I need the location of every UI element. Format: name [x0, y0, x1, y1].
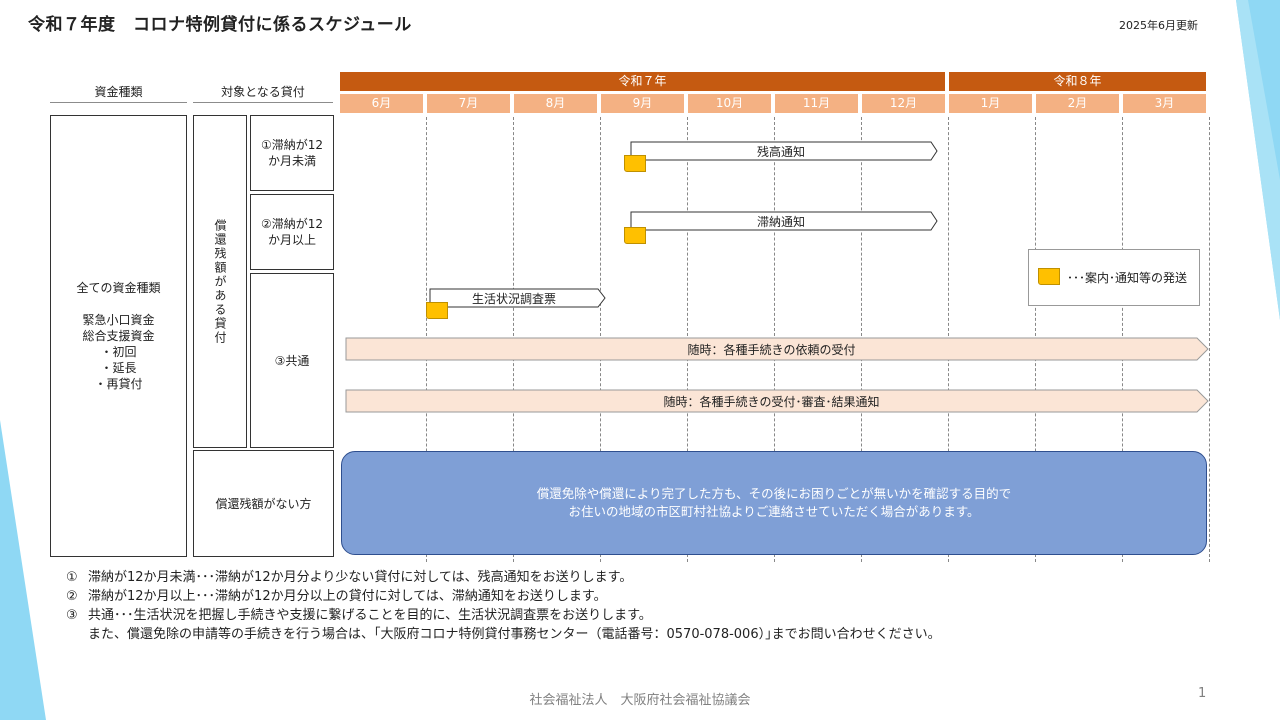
note-text: 滞納が12か月未満･･･滞納が12か月分より少ない貸付に対しては、残高通知をお送… — [88, 570, 633, 585]
month-cell: 7月 — [427, 94, 510, 113]
note-number: ② — [66, 589, 78, 604]
header-fund-type-underline — [50, 102, 187, 103]
note-item: ③ 共通･･･生活状況を把握し手続きや支援に繋げることを目的に、生活状況調査票をお… — [66, 604, 652, 623]
fund-type-emergency: 緊急小口資金 — [82, 313, 155, 327]
no-balance-box: 償還残額がない方 — [193, 450, 334, 557]
footer-organization: 社会福祉法人 大阪府社会福祉協議会 — [529, 693, 751, 708]
fund-type-initial: ・初回 — [100, 345, 137, 359]
note-contact-text: また、償還免除の申請等の手続きを行う場合は、｢大阪府コロナ特例貸付事務センター（… — [88, 627, 941, 642]
completed-contact-line2: お住いの地域の市区町村社協よりご連絡させていただく場合があります。 — [568, 504, 980, 519]
legend-text: ･･･案内･通知等の発送 — [1067, 271, 1188, 285]
survey-label: 生活状況調査票 — [471, 292, 556, 306]
note-item: また、償還免除の申請等の手続きを行う場合は、｢大阪府コロナ特例貸付事務センター（… — [66, 623, 941, 642]
yellow-note-icon — [1038, 268, 1060, 285]
balance-group-label: 償還残額がある貸付 — [213, 218, 227, 345]
row-common-box: ③共通 — [250, 273, 334, 448]
header-target-loan: 対象となる貸付 — [221, 85, 305, 99]
fund-type-box: 全ての資金種類 緊急小口資金 総合支援資金 ・初回 ・延長 ・再貸付 — [50, 115, 187, 557]
row-under-12-label: ①滞納が12か月未満 — [260, 138, 324, 168]
completed-contact-box: 償還免除や償還により完了した方も、その後にお困りごとが無いかを確認する目的で お… — [341, 451, 1207, 555]
month-cell: 9月 — [601, 94, 684, 113]
row-over-12-box: ②滞納が12か月以上 — [250, 194, 334, 270]
balance-notice-label: 残高通知 — [756, 145, 805, 159]
era-reiwa8: 令和８年 — [949, 72, 1206, 91]
month-cell: 3月 — [1123, 94, 1206, 113]
month-cell: 2月 — [1036, 94, 1119, 113]
yellow-note-icon — [426, 302, 448, 319]
anytime-request-arrow — [345, 337, 1209, 361]
yellow-note-icon — [624, 227, 646, 244]
header-target-loan-underline — [193, 102, 333, 103]
delinquency-notice-label: 滞納通知 — [756, 215, 805, 229]
no-balance-label: 償還残額がない方 — [215, 496, 312, 511]
page-title: 令和７年度 コロナ特例貸付に係るスケジュール — [28, 15, 412, 35]
note-number: ① — [66, 570, 78, 585]
updated-date: 2025年6月更新 — [1119, 19, 1198, 32]
era-reiwa7: 令和７年 — [340, 72, 945, 91]
note-item: ② 滞納が12か月以上･･･滞納が12か月分以上の貸付に対しては、滞納通知をお送り… — [66, 585, 607, 604]
header-fund-type: 資金種類 — [94, 85, 143, 99]
note-text: 共通･･･生活状況を把握し手続きや支援に繋げることを目的に、生活状況調査票をお送… — [88, 608, 652, 623]
row-over-12-label: ②滞納が12か月以上 — [260, 217, 324, 247]
row-under-12-box: ①滞納が12か月未満 — [250, 115, 334, 191]
yellow-note-icon — [624, 155, 646, 172]
fund-type-reloan: ・再貸付 — [94, 377, 143, 391]
row-common-label: ③共通 — [274, 353, 310, 368]
grid-line — [1209, 117, 1210, 562]
fund-type-all: 全ての資金種類 — [76, 281, 161, 295]
month-cell: 11月 — [775, 94, 858, 113]
legend-box: ･･･案内･通知等の発送 — [1028, 249, 1200, 306]
note-number: ③ — [66, 608, 78, 623]
anytime-review-label: 随時：各種手続きの受付･審査･結果通知 — [663, 395, 880, 409]
fund-type-general: 総合支援資金 — [82, 329, 155, 343]
balance-group-box: 償還残額がある貸付 — [193, 115, 247, 448]
month-cell: 1月 — [949, 94, 1032, 113]
month-cell: 12月 — [862, 94, 945, 113]
fund-type-extension: ・延長 — [100, 361, 137, 375]
anytime-review-arrow — [345, 389, 1209, 413]
month-cell: 8月 — [514, 94, 597, 113]
completed-contact-line1: 償還免除や償還により完了した方も、その後にお困りごとが無いかを確認する目的で — [536, 486, 1012, 501]
month-cell: 6月 — [340, 94, 423, 113]
month-cell: 10月 — [688, 94, 771, 113]
page-number: 1 — [1198, 686, 1207, 701]
note-item: ① 滞納が12か月未満･･･滞納が12か月分より少ない貸付に対しては、残高通知をお… — [66, 566, 632, 585]
anytime-request-label: 随時：各種手続きの依頼の受付 — [687, 343, 856, 357]
note-text: 滞納が12か月以上･･･滞納が12か月分以上の貸付に対しては、滞納通知をお送りし… — [88, 589, 607, 604]
